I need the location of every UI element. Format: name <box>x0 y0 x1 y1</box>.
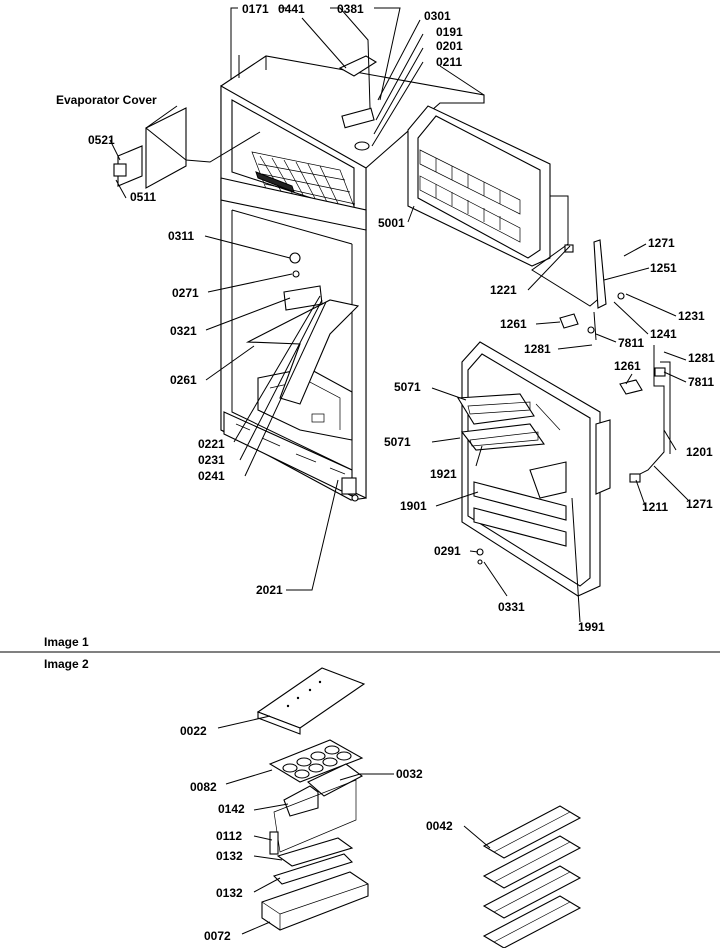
leader-lines-image2 <box>217 715 491 935</box>
callouts-image1: Evaporator Cover 0171 0441 0381 0301 019… <box>56 2 715 634</box>
callout-0112: 0112 <box>216 829 242 843</box>
callout-0072: 0072 <box>204 929 231 943</box>
fresh-food-door <box>457 341 611 597</box>
callout-7811-lower: 7811 <box>688 375 714 389</box>
callout-1231: 1231 <box>678 309 705 323</box>
callout-0042: 0042 <box>426 819 453 833</box>
callout-1211: 1211 <box>642 500 668 514</box>
callout-1991: 1991 <box>578 620 605 634</box>
freezer-door-gasket <box>531 195 625 341</box>
callout-0231: 0231 <box>198 453 225 467</box>
callout-0521: 0521 <box>88 133 115 147</box>
callout-0022: 0022 <box>180 724 207 738</box>
callout-0032: 0032 <box>396 767 423 781</box>
callout-0201: 0201 <box>436 39 463 53</box>
dairy-compartment <box>273 763 364 853</box>
callout-0271: 0271 <box>172 286 199 300</box>
callout-1271-top: 1271 <box>648 236 675 250</box>
leader-lines-image1 <box>109 7 689 623</box>
callout-0511: 0511 <box>130 190 156 204</box>
callout-1251: 1251 <box>650 261 677 275</box>
callout-1261-upper: 1261 <box>500 317 527 331</box>
callout-5071-upper: 5071 <box>394 380 421 394</box>
callout-0082: 0082 <box>190 780 217 794</box>
callout-0142: 0142 <box>218 802 245 816</box>
callout-0132-lower: 0132 <box>216 886 243 900</box>
callout-1201: 1201 <box>686 445 713 459</box>
callout-1221: 1221 <box>490 283 517 297</box>
shelf-assembly <box>261 831 369 931</box>
callout-0311: 0311 <box>168 229 194 243</box>
refrigerator-cabinet <box>220 48 485 502</box>
callout-0211: 0211 <box>436 55 462 69</box>
evaporator-cover <box>113 107 187 189</box>
callout-0261: 0261 <box>170 373 197 387</box>
callout-0441: 0441 <box>278 2 305 16</box>
section-label-image1: Image 1 <box>44 635 89 649</box>
callout-1241: 1241 <box>650 327 677 341</box>
freezer-door <box>407 105 551 267</box>
callout-0191: 0191 <box>436 25 463 39</box>
callout-0321: 0321 <box>170 324 197 338</box>
callouts-image2: 0022 0032 0082 0142 0112 0132 0132 0072 … <box>180 724 453 943</box>
callout-7811-upper: 7811 <box>618 336 644 350</box>
callout-0381: 0381 <box>337 2 364 16</box>
callout-1921: 1921 <box>430 467 457 481</box>
callout-0132-upper: 0132 <box>216 849 243 863</box>
callout-5071-lower: 5071 <box>384 435 411 449</box>
ice-cube-trays <box>482 805 582 948</box>
callout-1281-left: 1281 <box>524 342 551 356</box>
callout-1901: 1901 <box>400 499 427 513</box>
callout-2021: 2021 <box>256 583 283 597</box>
callout-1261-lower: 1261 <box>614 359 641 373</box>
callout-evaporator-cover: Evaporator Cover <box>56 93 157 107</box>
callout-0221: 0221 <box>198 437 225 451</box>
callout-5001: 5001 <box>378 216 405 230</box>
callout-0331: 0331 <box>498 600 525 614</box>
callout-0291: 0291 <box>434 544 461 558</box>
callout-0171: 0171 <box>242 2 269 16</box>
callout-1271-bottom: 1271 <box>686 497 713 511</box>
callout-0301: 0301 <box>424 9 451 23</box>
callout-1281-right: 1281 <box>688 351 715 365</box>
egg-tray <box>268 739 364 783</box>
section-label-image2: Image 2 <box>44 657 89 671</box>
callout-0241: 0241 <box>198 469 225 483</box>
ice-tray-cover <box>256 667 366 735</box>
